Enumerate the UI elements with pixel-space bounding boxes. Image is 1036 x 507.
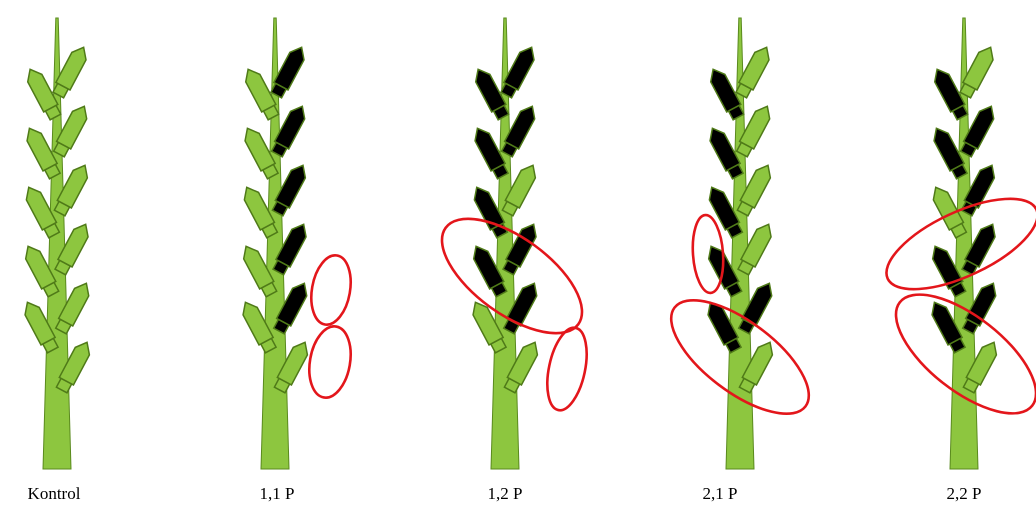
panel-p12 — [423, 18, 600, 469]
caption-2-2-p: 2,2 P — [904, 484, 1024, 504]
panel-p11 — [238, 18, 356, 469]
caption-2-1-p: 2,1 P — [660, 484, 780, 504]
panel-kontrol — [20, 18, 94, 469]
caption-1-1-p: 1,1 P — [217, 484, 337, 504]
panel-p21 — [653, 18, 826, 469]
highlight-ellipse-1-2-b — [541, 324, 594, 414]
panel-p22 — [874, 18, 1036, 469]
highlight-ellipse-1-1-b — [304, 323, 356, 401]
caption-1-2-p: 1,2 P — [445, 484, 565, 504]
caption-kontrol: Kontrol — [0, 484, 114, 504]
highlight-ellipse-1-1-a — [306, 252, 356, 328]
